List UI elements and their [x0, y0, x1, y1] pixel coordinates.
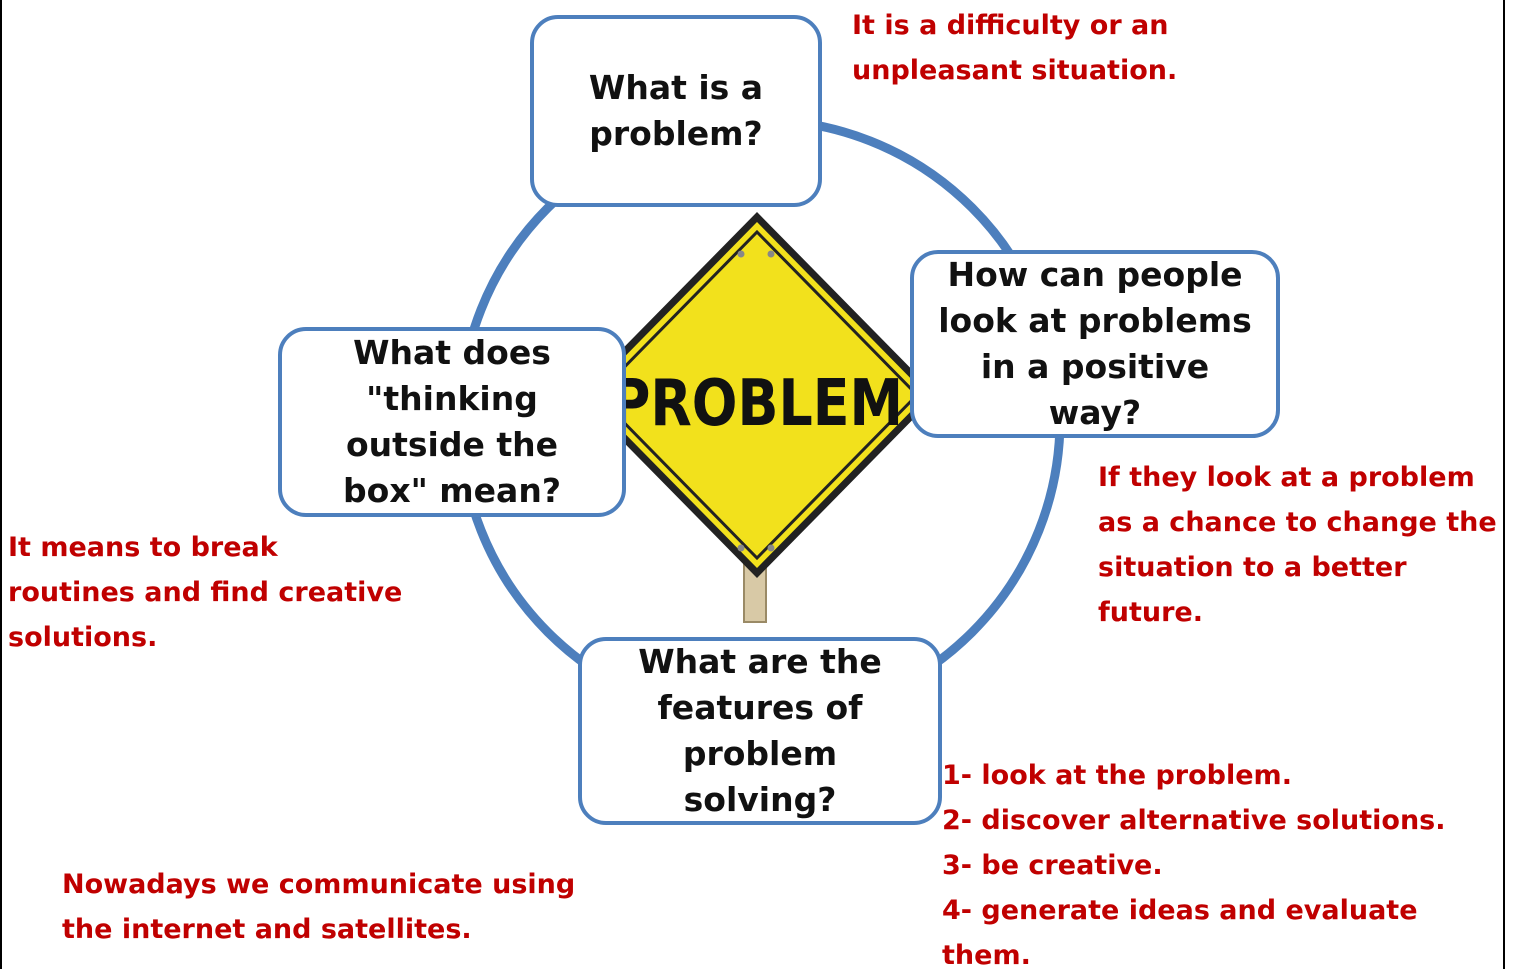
sign-bolt — [737, 250, 745, 258]
answer-right-line: as a chance to change the — [1098, 507, 1497, 538]
answer-left-line: It means to break — [8, 532, 278, 563]
answer-left-line: solutions. — [8, 622, 158, 653]
question-left-text: What does "thinking outside the box" mea… — [343, 333, 561, 510]
question-box-bottom: What are the features of problem solving… — [578, 637, 942, 825]
answer-extra: Nowadays we communicate using the intern… — [62, 862, 575, 952]
question-bottom-text: What are the features of problem solving… — [638, 642, 882, 819]
answer-extra-line: the internet and satellites. — [62, 914, 472, 945]
answer-right-line: future. — [1098, 597, 1203, 628]
question-top-text: What is a problem? — [588, 68, 764, 153]
answer-left-line: routines and find creative — [8, 577, 403, 608]
answer-top-line: It is a difficulty or an — [852, 10, 1169, 41]
answer-bottom-line: 1- look at the problem. — [942, 760, 1292, 791]
answer-bottom-line: 2- discover alternative solutions. — [942, 805, 1446, 836]
answer-right-line: situation to a better — [1098, 552, 1407, 583]
question-box-top: What is a problem? — [530, 15, 822, 207]
answer-right-line: If they look at a problem — [1098, 462, 1475, 493]
question-box-left: What does "thinking outside the box" mea… — [278, 327, 626, 517]
answer-extra-line: Nowadays we communicate using — [62, 869, 576, 900]
problem-sign: PROBLEM — [577, 212, 937, 578]
answer-right: If they look at a problem as a chance to… — [1098, 455, 1497, 635]
answer-bottom-line: 4- generate ideas and evaluate — [942, 895, 1418, 926]
question-right-text: How can people look at problems in a pos… — [938, 255, 1252, 432]
sign-bolt — [737, 544, 745, 552]
sign-bolt — [767, 544, 775, 552]
answer-left: It means to break routines and find crea… — [8, 525, 402, 660]
sign-bolt — [767, 250, 775, 258]
answer-top: It is a difficulty or an unpleasant situ… — [852, 3, 1177, 93]
question-box-right: How can people look at problems in a pos… — [910, 250, 1280, 438]
answer-bottom-line: them. — [942, 940, 1031, 971]
sign-label: PROBLEM — [611, 367, 903, 441]
answer-bottom: 1- look at the problem. 2- discover alte… — [942, 753, 1446, 978]
answer-bottom-line: 3- be creative. — [942, 850, 1163, 881]
answer-top-line: unpleasant situation. — [852, 55, 1178, 86]
page-frame — [0, 0, 1505, 969]
